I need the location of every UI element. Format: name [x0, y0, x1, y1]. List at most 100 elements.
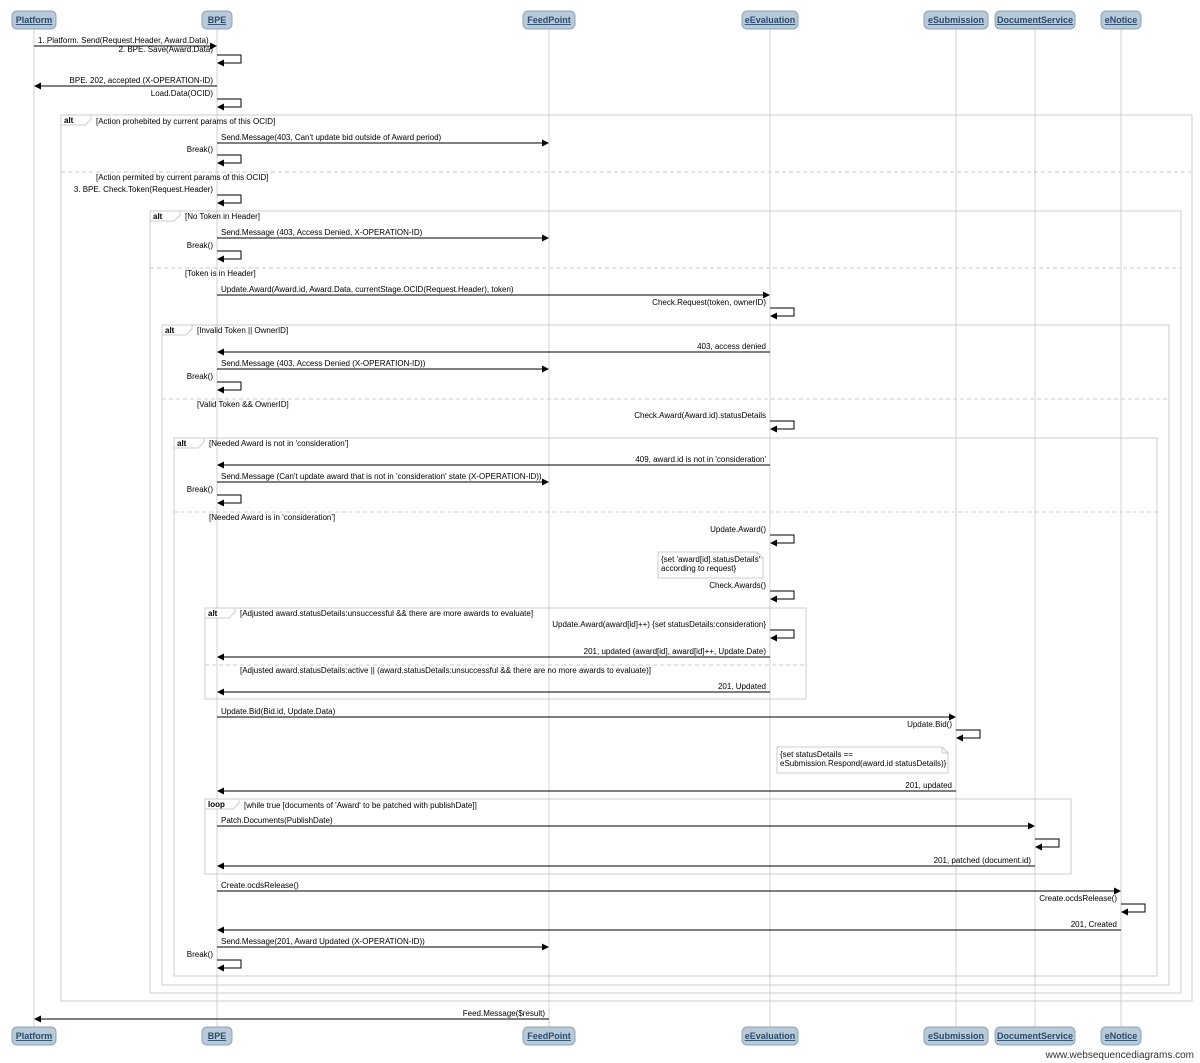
- message-label: Break(): [187, 241, 214, 250]
- message-label: Update.Award(award[id]++) {set statusDet…: [552, 620, 766, 629]
- message-arrow: Check.Award(Award.id).statusDetails: [634, 411, 795, 433]
- message-arrow: Patch.Documents(PublishDate): [217, 816, 1035, 830]
- participant-label: FeedPoint: [527, 15, 571, 25]
- participant-platform-bottom: Platform: [11, 1026, 57, 1046]
- participant-label: Platform: [16, 1031, 53, 1041]
- arrow-head: [217, 964, 224, 972]
- message-label: Break(): [187, 485, 214, 494]
- message-label: 2. BPE. Save(Award.Data): [118, 45, 213, 54]
- message-arrow: Break(): [187, 145, 242, 167]
- arrow-head: [217, 499, 224, 507]
- message-arrow: 409, award.id is not in 'consideration': [217, 455, 770, 469]
- frame-keyword: alt: [208, 609, 218, 618]
- arrow-head: [217, 461, 224, 469]
- participant-enotice-bottom: eNotice: [1100, 1026, 1142, 1046]
- message-label: Feed.Message($result): [463, 1009, 546, 1018]
- participant-feedpoint-top: FeedPoint: [522, 10, 576, 30]
- arrow-head: [34, 82, 41, 90]
- arrow-head: [542, 234, 549, 242]
- message-arrow: Send.Message (Can't update award that is…: [217, 472, 549, 486]
- participant-label: BPE: [208, 15, 227, 25]
- message-arrow: Update.Bid(): [907, 720, 981, 742]
- message-arrow: Create.ocdsRelease(): [217, 881, 1121, 895]
- participant-documentservice-bottom: DocumentService: [994, 1026, 1076, 1046]
- arrow-head: [770, 539, 777, 547]
- watermark-text: www.websequencediagrams.com: [1045, 1050, 1194, 1061]
- message-arrow: 3. BPE. Check.Token(Request.Header): [74, 185, 242, 207]
- frame-keyword: alt: [177, 439, 187, 448]
- participant-label: eNotice: [1105, 15, 1138, 25]
- message-arrow: BPE. 202, accepted (X-OPERATION-ID): [34, 76, 217, 90]
- message-arrow: Update.Award(award[id]++) {set statusDet…: [552, 620, 795, 642]
- message-label: BPE. 202, accepted (X-OPERATION-ID): [70, 76, 214, 85]
- arrow-head: [34, 1015, 41, 1023]
- arrow-head: [217, 103, 224, 111]
- participant-eevaluation-bottom: eEvaluation: [741, 1026, 799, 1046]
- participant-label: Platform: [16, 15, 53, 25]
- message-label: Send.Message(403, Can't update bid outsi…: [221, 133, 442, 142]
- arrow-head: [217, 199, 224, 207]
- message-label: Check.Request(token, ownerID): [652, 298, 766, 307]
- message-label: 403, access denied: [697, 342, 766, 351]
- arrow-head: [956, 734, 963, 742]
- participant-documentservice-top: DocumentService: [994, 10, 1076, 30]
- message-label: Update.Award(): [710, 525, 766, 534]
- message-arrow: 2. BPE. Save(Award.Data): [118, 45, 242, 67]
- frame-condition: [Valid Token && OwnerID]: [197, 400, 289, 409]
- message-label: Create.ocdsRelease(): [1039, 894, 1117, 903]
- arrow-head: [217, 688, 224, 696]
- message-arrow: Check.Awards(): [709, 581, 795, 603]
- message-arrow: Create.ocdsRelease(): [1039, 894, 1146, 916]
- arrow-head: [210, 42, 217, 50]
- participant-label: BPE: [208, 1031, 227, 1041]
- arrow-head: [1121, 908, 1128, 916]
- arrow-head: [217, 653, 224, 661]
- message-label: 201, Updated: [718, 682, 766, 691]
- message-label: Update.Bid(Bid.id, Update.Data): [221, 707, 336, 716]
- message-arrow: Update.Bid(Bid.id, Update.Data): [217, 707, 956, 721]
- arrow-head: [770, 312, 777, 320]
- alt-frame: alt[Action prohebited by current params …: [60, 114, 1193, 1002]
- participant-esubmission-bottom: eSubmission: [923, 1026, 989, 1046]
- arrow-head: [770, 425, 777, 433]
- note-text: {set statusDetails ==: [780, 750, 853, 759]
- frame-condition: [No Token in Header]: [185, 212, 260, 221]
- message-label: 409, award.id is not in 'consideration': [635, 455, 766, 464]
- message-label: Send.Message (Can't update award that is…: [221, 472, 542, 481]
- arrow-head: [217, 255, 224, 263]
- arrow-head: [217, 862, 224, 870]
- message-arrow: 201, Updated: [217, 682, 770, 696]
- arrow-head: [542, 139, 549, 147]
- frame-condition: [Token is in Header]: [185, 269, 256, 278]
- arrow-head: [770, 634, 777, 642]
- message-arrow: Update.Award(): [710, 525, 795, 547]
- message-arrow: 201, patched (document.id): [217, 856, 1035, 870]
- message-label: Break(): [187, 950, 214, 959]
- arrow-head: [763, 291, 770, 299]
- participant-label: eSubmission: [928, 15, 984, 25]
- message-label: Patch.Documents(PublishDate): [221, 816, 333, 825]
- message-arrow: Send.Message (403, Access Denied (X-OPER…: [217, 359, 549, 373]
- message-label: Update.Bid(): [907, 720, 952, 729]
- message-label: Break(): [187, 145, 214, 154]
- message-label: Update.Award(Award.id, Award.Data, curre…: [221, 285, 514, 294]
- participant-eevaluation-top: eEvaluation: [741, 10, 799, 30]
- message-label: 3. BPE. Check.Token(Request.Header): [74, 185, 214, 194]
- message-arrow: 201, updated (award[id], award[id]++, Up…: [217, 647, 770, 661]
- message-label: Send.Message (403, Access Denied, X-OPER…: [221, 228, 423, 237]
- note-text: {set 'award[id].statusDetails': [661, 555, 761, 564]
- arrow-head: [217, 386, 224, 394]
- participant-label: DocumentService: [997, 15, 1073, 25]
- arrow-head: [217, 159, 224, 167]
- participant-label: eEvaluation: [745, 1031, 796, 1041]
- message-arrow: Send.Message (403, Access Denied, X-OPER…: [217, 228, 549, 242]
- message-label: Check.Award(Award.id).statusDetails: [634, 411, 766, 420]
- arrow-head: [949, 713, 956, 721]
- frame-keyword: alt: [64, 116, 74, 125]
- participant-enotice-top: eNotice: [1100, 10, 1142, 30]
- note-text: according to request}: [661, 564, 736, 573]
- frame-condition: [Adjusted award.statusDetails:active || …: [240, 666, 651, 675]
- frame-keyword: loop: [208, 800, 225, 809]
- arrow-head: [542, 365, 549, 373]
- message-arrow: Load.Data(OCID): [151, 89, 242, 111]
